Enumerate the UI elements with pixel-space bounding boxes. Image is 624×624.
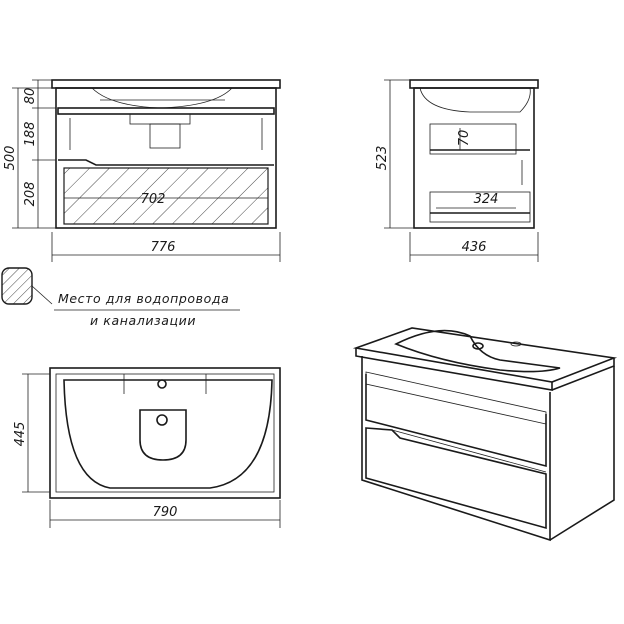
dim-label-top-height: 80 bbox=[23, 88, 38, 105]
dim-label-side-drawer-depth: 324 bbox=[474, 192, 499, 207]
front-basin-outline bbox=[91, 87, 233, 109]
iso-cabinet-front bbox=[361, 356, 551, 542]
side-basin-outline bbox=[419, 87, 531, 113]
front-cabinet-body bbox=[55, 87, 277, 229]
top-view: 445 790 bbox=[13, 367, 281, 528]
isometric-view bbox=[352, 327, 618, 542]
top-outer-outline bbox=[49, 367, 281, 499]
dim-label-side-drawer-offset: 70 bbox=[457, 130, 472, 147]
dim-label-top-depth: 445 bbox=[13, 422, 28, 447]
legend-line-1: Место для водопровода bbox=[58, 291, 229, 306]
front-drawer-divider bbox=[58, 159, 274, 166]
hatched-area-icon bbox=[1, 267, 33, 305]
dim-label-front-width: 776 bbox=[151, 240, 176, 255]
dim-label-top-width: 790 bbox=[153, 505, 178, 520]
legend: Место для водопровода и канализации bbox=[1, 267, 240, 328]
iso-cabinet-side bbox=[549, 366, 615, 541]
side-view: 70 324 523 436 bbox=[375, 79, 539, 262]
dim-label-total-height: 500 bbox=[3, 146, 18, 171]
faucet-hole bbox=[157, 379, 167, 389]
side-upper-drawer bbox=[429, 123, 517, 155]
dim-label-side-height: 523 bbox=[375, 146, 390, 171]
legend-line-2: и канализации bbox=[90, 313, 196, 328]
dim-label-side-depth: 436 bbox=[462, 240, 487, 255]
dim-label-drawer2-height: 208 bbox=[23, 182, 38, 207]
front-view: 702 776 500 80 188 208 bbox=[3, 79, 281, 262]
top-basin-outline bbox=[63, 379, 273, 489]
dim-label-drawer1-height: 188 bbox=[23, 122, 38, 147]
side-countertop bbox=[409, 79, 539, 89]
iso-countertop-top bbox=[352, 327, 618, 383]
front-countertop bbox=[51, 79, 281, 89]
iso-basin-outline bbox=[394, 329, 561, 373]
side-cabinet-body bbox=[413, 87, 535, 229]
drain-hole bbox=[156, 414, 168, 426]
top-bowl-shape bbox=[139, 409, 187, 461]
iso-upper-drawer bbox=[365, 374, 547, 468]
plumbing-hatched-area bbox=[63, 167, 269, 225]
side-lower-drawer bbox=[429, 191, 531, 223]
iso-faucet-hole bbox=[472, 342, 484, 350]
dim-label-inner-width: 702 bbox=[141, 192, 166, 207]
front-top-rail bbox=[57, 107, 275, 115]
